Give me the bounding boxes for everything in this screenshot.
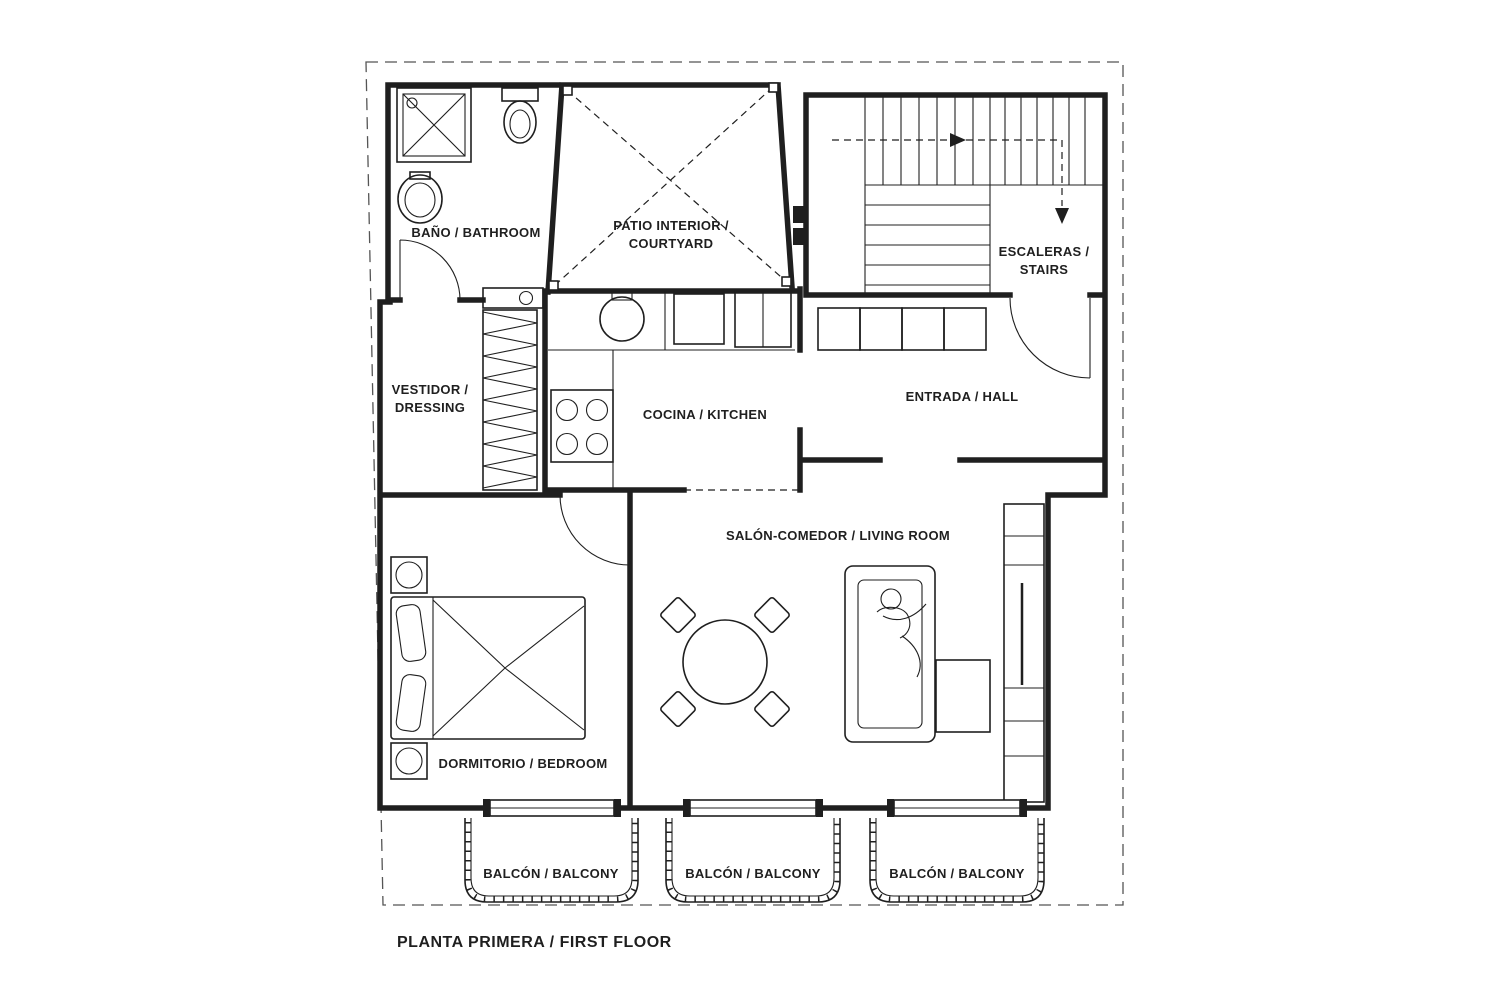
label-dressing-line2: DRESSING (395, 400, 465, 415)
plan-title: PLANTA PRIMERA / FIRST FLOOR (397, 934, 672, 951)
kitchen-fixtures (482, 287, 795, 490)
patio-corner-marker (768, 82, 779, 93)
label-patio-line2: COURTYARD (629, 236, 714, 251)
balconies (464, 818, 1045, 903)
hob (550, 389, 614, 463)
bathroom-fixtures (396, 87, 539, 224)
balcony (464, 818, 639, 903)
label-hall: ENTRADA / HALL (906, 389, 1019, 404)
nightstand (390, 556, 428, 594)
pillow (395, 604, 427, 662)
patio-corner-marker (548, 280, 559, 291)
label-bathroom: BAÑO / BATHROOM (411, 225, 540, 240)
bathroom-door (399, 239, 461, 301)
dining-set (660, 597, 790, 727)
lamp-icon (395, 747, 423, 775)
pillow (395, 674, 427, 732)
chair (660, 691, 696, 727)
window (683, 799, 823, 817)
toilet (501, 87, 539, 144)
bed (390, 556, 586, 780)
label-balcony-2: BALCÓN / BALCONY (685, 866, 821, 881)
property-boundary (365, 61, 1124, 906)
chair (754, 691, 790, 727)
label-patio-line1: PATIO INTERIOR / (613, 218, 729, 233)
dining-table (682, 619, 768, 705)
stairs (832, 97, 1103, 293)
hall-cabinets (817, 307, 987, 351)
appliance (673, 293, 725, 345)
balcony (665, 818, 841, 903)
label-bedroom: DORMITORIO / BEDROOM (439, 756, 608, 771)
sofa (844, 565, 936, 743)
arrow-down-icon (1055, 208, 1069, 224)
person-figure (876, 588, 927, 678)
walls (377, 82, 1108, 811)
shelving-unit (1003, 503, 1045, 803)
side-table (935, 659, 991, 733)
flue (793, 228, 806, 245)
label-stairs-line2: STAIRS (1020, 262, 1069, 277)
label-kitchen: COCINA / KITCHEN (643, 407, 767, 422)
lamp-icon (395, 561, 423, 589)
flue (793, 206, 806, 223)
window (483, 799, 621, 817)
chair (660, 597, 696, 633)
wardrobe (482, 309, 538, 491)
chair (754, 597, 790, 633)
sink (397, 171, 443, 224)
label-dressing-line1: VESTIDOR / (392, 382, 469, 397)
bedroom-door (559, 494, 631, 566)
patio-corner-marker (781, 276, 792, 287)
kitchen-sink (599, 291, 645, 342)
window (887, 799, 1027, 817)
label-balcony-1: BALCÓN / BALCONY (483, 866, 619, 881)
washbasin-counter (482, 287, 544, 309)
doors (399, 239, 1091, 566)
label-stairs-line1: ESCALERAS / (999, 244, 1090, 259)
patio-courtyard (548, 82, 792, 291)
shower (396, 87, 472, 163)
labels: BAÑO / BATHROOM PATIO INTERIOR / COURTYA… (392, 218, 1090, 951)
hall-door (1009, 297, 1091, 379)
label-living-room: SALÓN-COMEDOR / LIVING ROOM (726, 528, 950, 543)
nightstand (390, 742, 428, 780)
label-balcony-3: BALCÓN / BALCONY (889, 866, 1025, 881)
sofa-group (844, 565, 991, 743)
stairs-walk-line (832, 139, 1063, 206)
arrow-right-icon (950, 133, 966, 147)
windows (483, 799, 1027, 817)
patio-corner-marker (562, 85, 573, 96)
fridge (734, 290, 792, 348)
blanket-folds (432, 599, 585, 737)
balcony (869, 818, 1045, 903)
